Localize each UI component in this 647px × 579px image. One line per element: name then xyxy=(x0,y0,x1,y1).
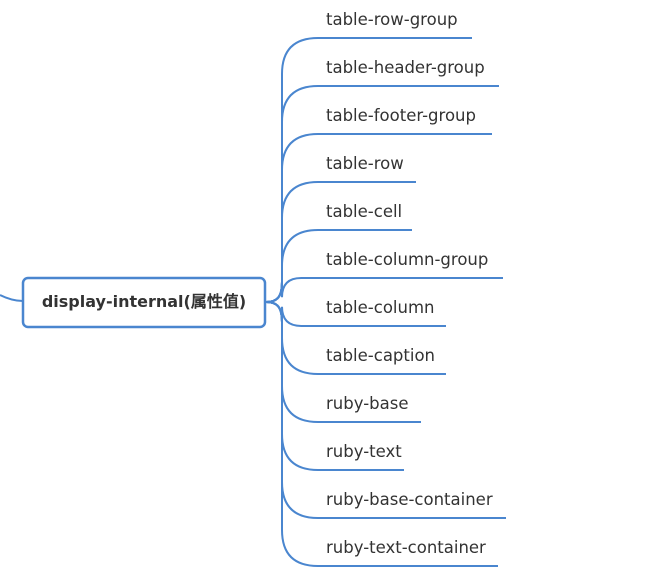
branch-node-label[interactable]: table-row-group xyxy=(326,10,458,29)
parent-connector xyxy=(0,294,24,302)
branch-nodes: table-row-group table-header-group table-f… xyxy=(326,10,493,557)
branch-connectors xyxy=(265,37,506,567)
branch-node-label[interactable]: table-caption xyxy=(326,346,435,365)
branch-node-label[interactable]: ruby-text xyxy=(326,442,402,461)
branch-node-label[interactable]: ruby-base-container xyxy=(326,490,493,509)
branch-node-label[interactable]: table-footer-group xyxy=(326,106,476,125)
branch-node-label[interactable]: table-column xyxy=(326,298,434,317)
branch-node-label[interactable]: table-column-group xyxy=(326,250,488,269)
root-node[interactable]: display-internal(属性值) xyxy=(21,276,267,329)
branch-connector xyxy=(265,301,498,567)
root-node-box xyxy=(21,276,267,329)
branch-node-label[interactable]: table-cell xyxy=(326,202,402,221)
branch-node-label[interactable]: ruby-base xyxy=(326,394,408,413)
root-node-label: display-internal(属性值) xyxy=(42,292,246,311)
branch-node-label[interactable]: table-header-group xyxy=(326,58,485,77)
branch-node-label[interactable]: table-row xyxy=(326,154,404,173)
branch-connector xyxy=(265,277,503,303)
branch-node-label[interactable]: ruby-text-container xyxy=(326,538,486,557)
